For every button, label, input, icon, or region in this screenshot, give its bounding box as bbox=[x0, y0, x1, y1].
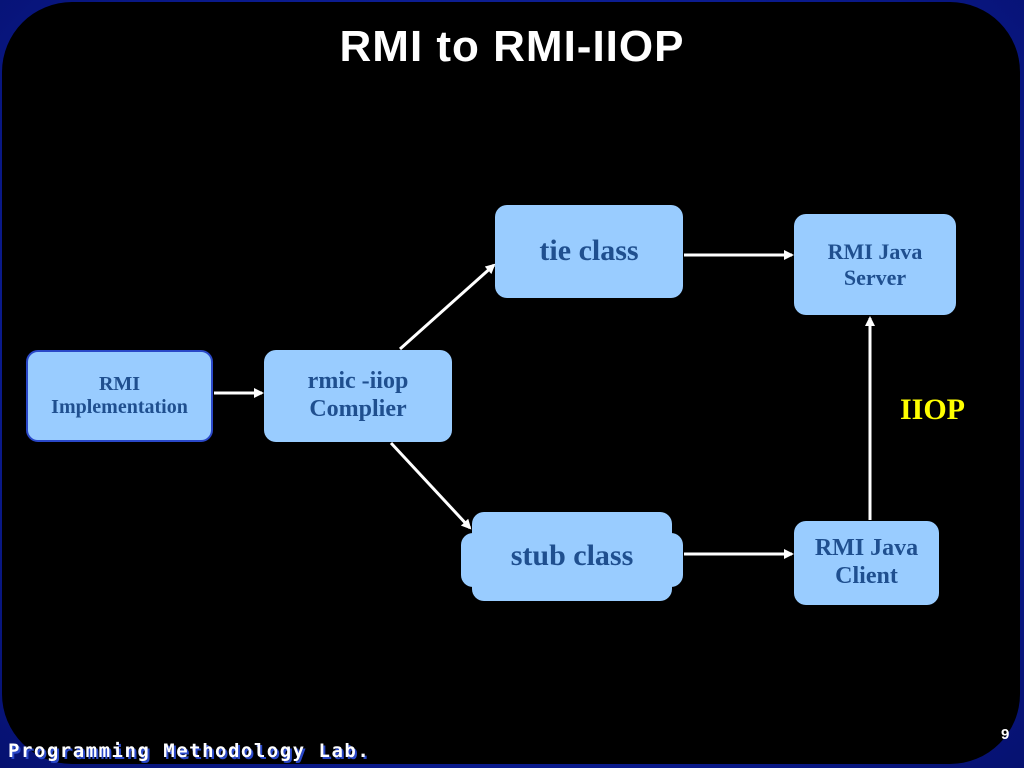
node-rmic-compiler-line2: Complier bbox=[309, 396, 407, 422]
arrow-compiler-to-stub bbox=[389, 441, 472, 530]
edge-label-iiop: IIOP bbox=[900, 393, 966, 426]
node-stub-class: stub class bbox=[472, 512, 672, 601]
node-rmi-implementation: RMI Implementation bbox=[26, 350, 213, 442]
node-server-line1: RMI Java bbox=[827, 239, 923, 265]
footer-lab-name: Programming Methodology Lab. bbox=[8, 740, 371, 762]
node-rmi-java-client: RMI Java Client bbox=[794, 521, 939, 605]
arrow-compiler-to-tie bbox=[399, 263, 496, 351]
slide-title: RMI to RMI-IIOP bbox=[339, 22, 685, 71]
node-rmi-implementation-label: RMI Implementation bbox=[51, 373, 188, 418]
node-tie-class: tie class bbox=[495, 205, 683, 298]
node-client-line2: Client bbox=[835, 563, 898, 589]
node-client-line1: RMI Java bbox=[814, 535, 919, 562]
node-rmi-java-server: RMI Java Server bbox=[794, 214, 956, 315]
node-rmic-compiler: rmic -iiop Complier bbox=[264, 350, 452, 442]
node-tie-class-label: tie class bbox=[539, 234, 639, 268]
page-number: 9 bbox=[1001, 726, 1010, 743]
node-stub-class-label: stub class bbox=[510, 539, 634, 573]
node-rmic-compiler-line1: rmic -iiop bbox=[307, 368, 409, 395]
node-server-line2: Server bbox=[843, 264, 907, 290]
